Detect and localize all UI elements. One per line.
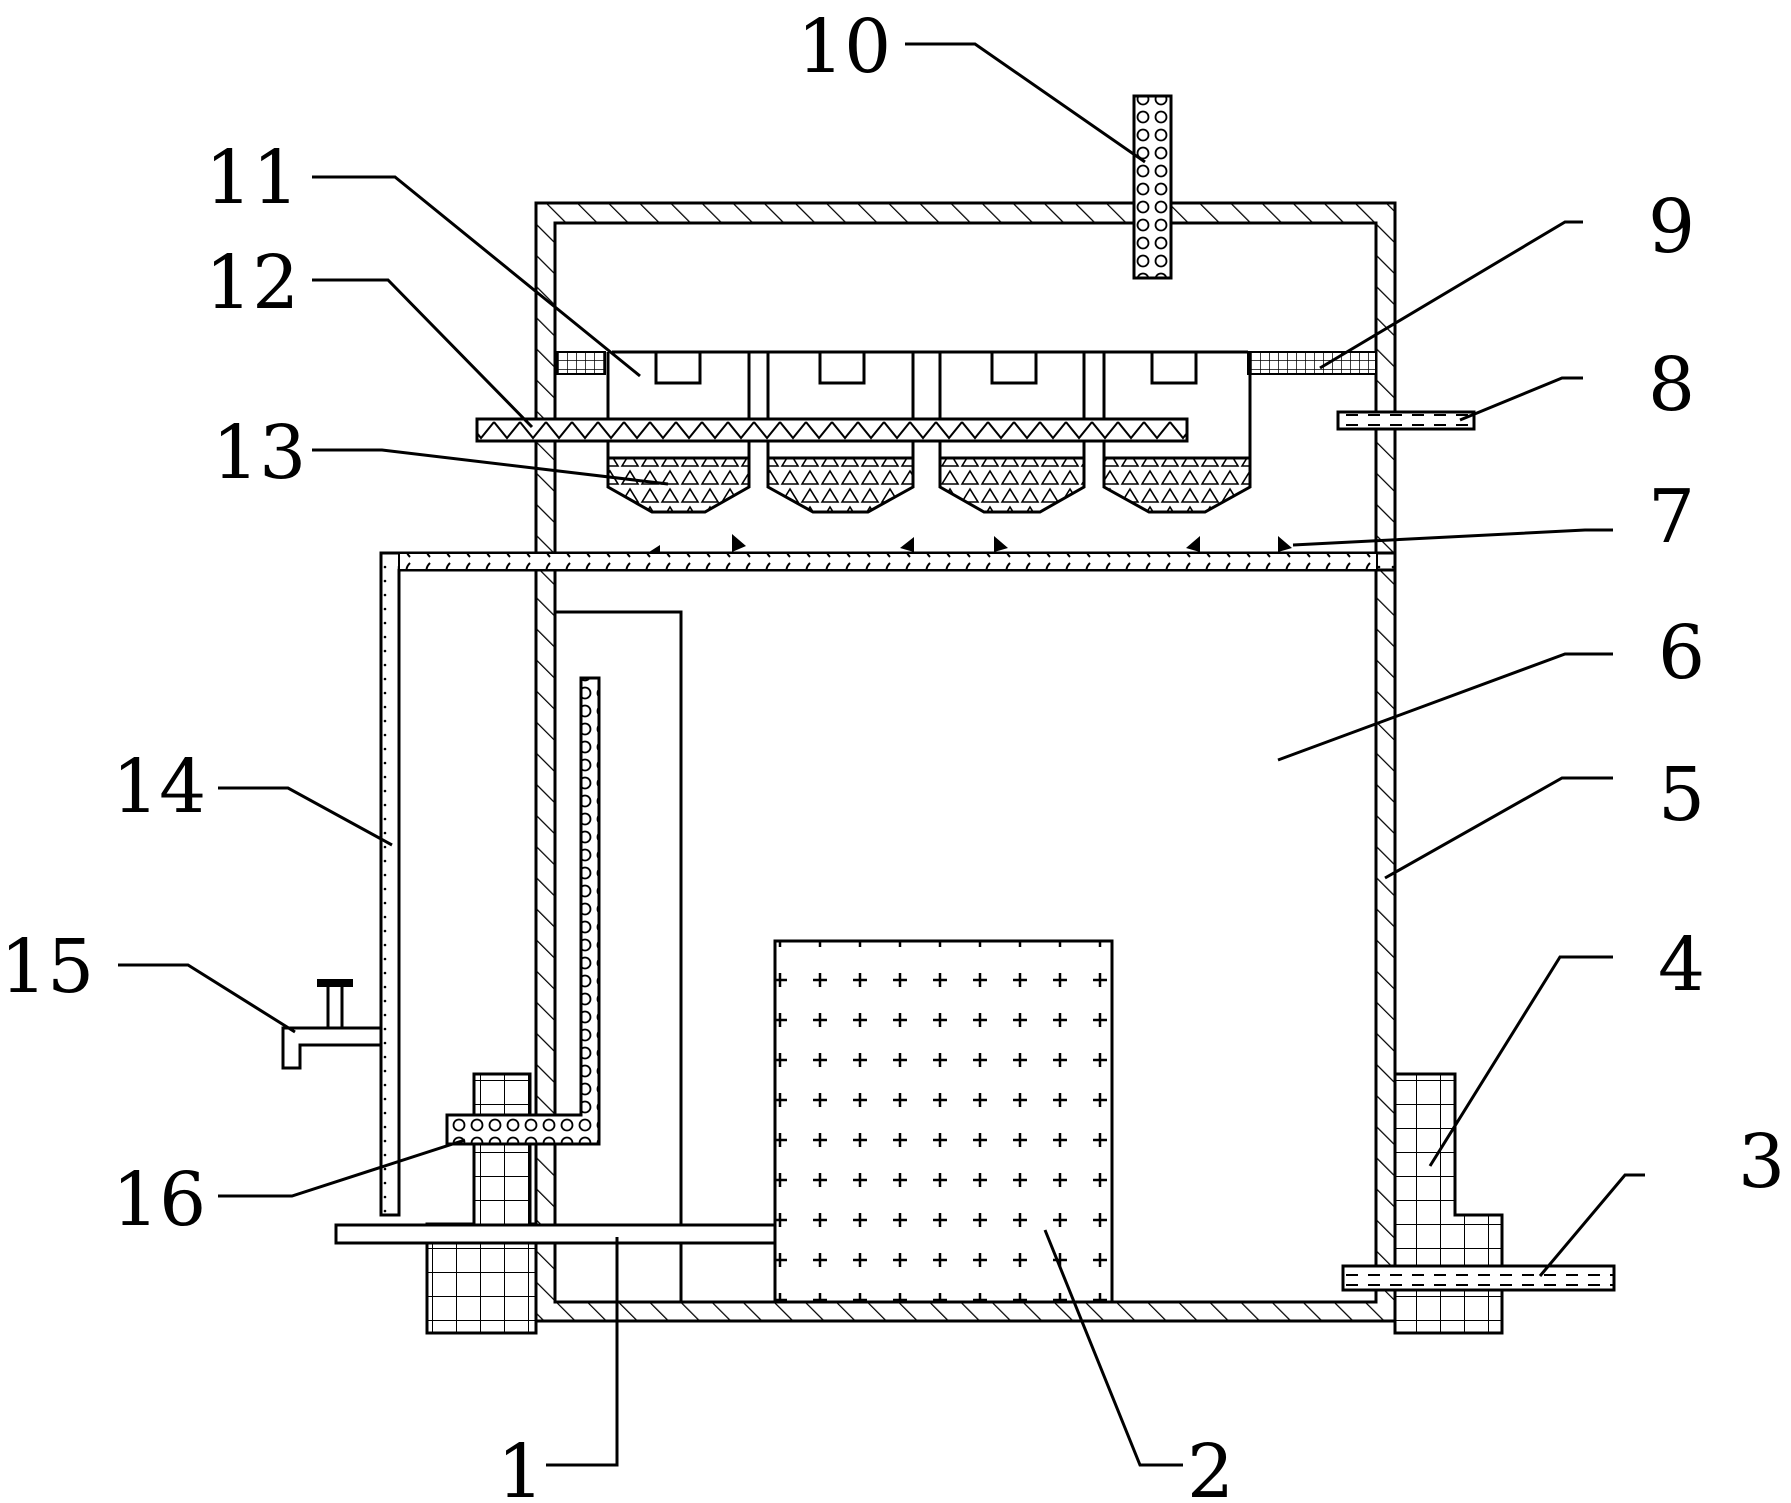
label-9: 9 [1648,184,1695,270]
label-10: 10 [797,4,891,90]
nozzle-housings-11 [606,352,1252,458]
label-1: 1 [497,1429,544,1503]
mount-bar-9 [556,350,1377,375]
label-14: 14 [112,744,206,830]
label-5: 5 [1658,752,1705,838]
block-2 [773,939,1114,1304]
leader-lines [118,42,1645,1467]
side-nozzle-8 [1336,410,1476,431]
bracket-left [425,1072,538,1335]
label-8: 8 [1648,342,1695,428]
rod-1 [334,1223,777,1245]
base-plate-3 [1341,1264,1616,1292]
label-16: 16 [112,1157,206,1243]
spray-heads-13 [606,456,1252,514]
inner-partition [445,610,683,1302]
label-12: 12 [205,240,299,326]
label-7: 7 [1648,474,1695,560]
label-15: 15 [0,924,94,1010]
label-4: 4 [1658,922,1705,1008]
bracket-4 [1393,1072,1504,1335]
label-2: 2 [1187,1429,1234,1503]
rail-12 [475,417,1189,443]
labels: 10 11 12 13 9 8 7 6 5 4 3 14 15 16 1 2 [0,4,1785,1503]
filter-plate-7 [398,534,1378,571]
label-13: 13 [212,410,306,496]
label-11: 11 [205,135,299,221]
tap-15 [281,979,383,1070]
label-6: 6 [1658,610,1705,696]
shaft-10 [1132,94,1173,280]
label-3: 3 [1738,1119,1785,1205]
